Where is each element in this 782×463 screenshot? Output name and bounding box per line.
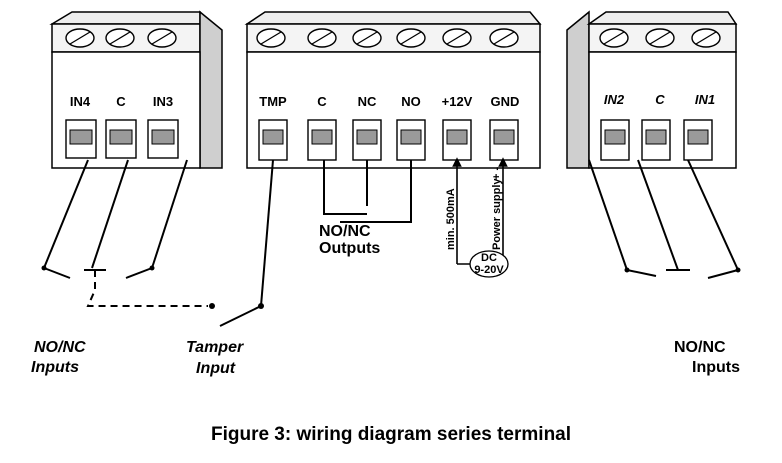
pin-label-nc: NC: [358, 94, 377, 109]
screw-icon: [65, 28, 177, 48]
contact-dot-icon: [41, 265, 264, 309]
pin-label-c-right: C: [655, 92, 665, 107]
power-supply-label: Power supply: [491, 178, 503, 250]
pin-label-c-left: C: [116, 94, 126, 109]
screw-icon: [256, 28, 519, 48]
right-input-wiring: [588, 159, 739, 279]
contact-dot-icon: [624, 267, 741, 273]
tamper-label-line1: Tamper: [186, 339, 244, 356]
terminal-block-right: IN2 C IN1: [566, 10, 738, 169]
right-inputs-label-line2: Inputs: [692, 359, 740, 376]
pin-label-no: NO: [401, 94, 421, 109]
pin-label-tmp: TMP: [259, 94, 287, 109]
socket-icon: [600, 119, 713, 161]
pin-label-12v: +12V: [442, 94, 473, 109]
output-wiring: [323, 160, 412, 223]
terminal-block-middle: TMP C NC NO +12V GND: [244, 11, 542, 169]
pin-label-in1: IN1: [695, 92, 715, 107]
dc-source-icon: DC 9-20V: [469, 250, 509, 278]
tamper-label-line2: Input: [196, 360, 236, 377]
socket-icon: [65, 119, 179, 159]
outputs-label-line2: Outputs: [319, 240, 380, 257]
outputs-label-line1: NO/NC: [319, 223, 371, 240]
pin-label-in4: IN4: [70, 94, 91, 109]
right-inputs-label-line1: NO/NC: [674, 339, 726, 356]
left-inputs-label-line2: Inputs: [31, 359, 79, 376]
pin-label-gnd: GND: [491, 94, 520, 109]
current-label: min. 500mA: [445, 188, 457, 250]
pin-label-in3: IN3: [153, 94, 173, 109]
left-input-wiring: [43, 159, 208, 307]
pin-label-in2: IN2: [604, 92, 625, 107]
terminal-block-left: IN4 C IN3: [49, 10, 223, 169]
power-polarity-label: + -: [491, 167, 503, 180]
pin-label-c-middle: C: [317, 94, 327, 109]
dc-voltage-label: 9-20V: [474, 264, 504, 276]
left-inputs-label-line1: NO/NC: [34, 339, 86, 356]
socket-icon: [258, 119, 519, 161]
screw-icon: [599, 28, 721, 48]
figure-caption: Figure 3: wiring diagram series terminal: [211, 424, 571, 445]
tamper-wiring: [219, 159, 274, 327]
dc-label: DC: [481, 252, 497, 264]
